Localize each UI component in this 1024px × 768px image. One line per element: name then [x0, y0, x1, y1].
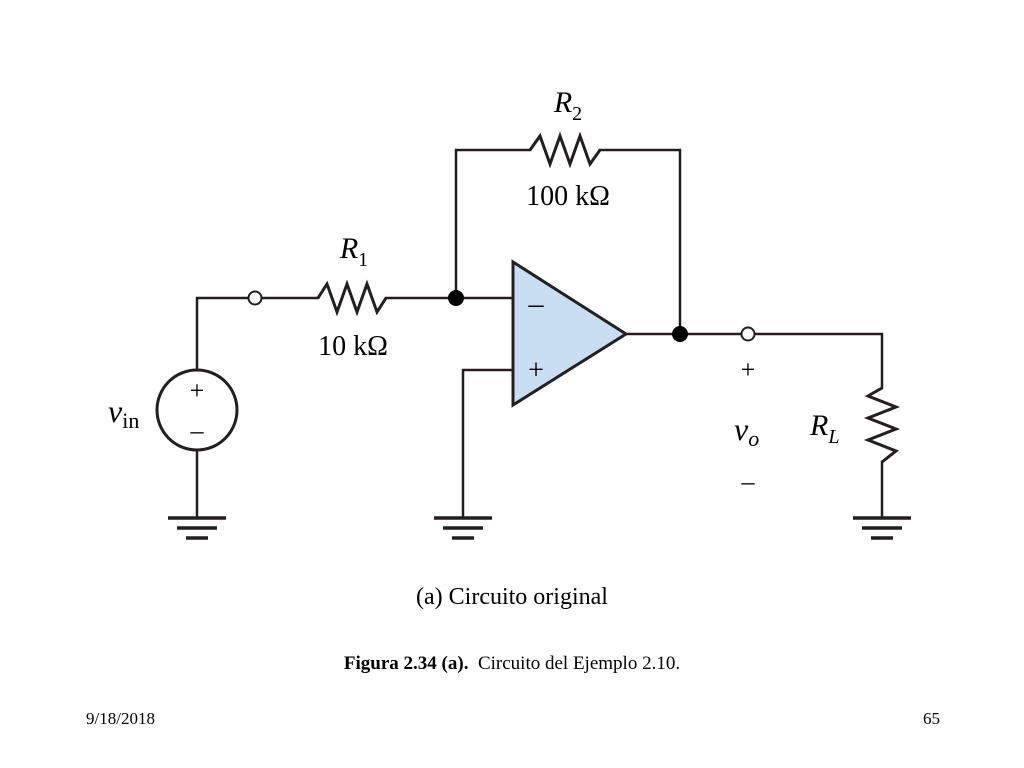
opamp-inverting-sign: –	[528, 287, 545, 320]
output-node-dot-icon	[672, 326, 688, 342]
figure-number: Figura 2.34 (a).	[343, 653, 469, 674]
opamp-noninverting-sign: +	[528, 355, 544, 386]
vo-label: vo	[734, 411, 759, 451]
voltage-source-icon	[155, 368, 239, 452]
rl-label: RL	[809, 409, 839, 448]
inverting-node-dot-icon	[448, 290, 464, 306]
figure-caption: Figura 2.34 (a). Circuito del Ejemplo 2.…	[0, 652, 1024, 676]
circuit-caption: (a) Circuito original	[416, 584, 608, 610]
r2-label: R2	[553, 86, 582, 125]
vo-minus-sign: –	[741, 467, 756, 496]
feedback-right-wire	[598, 148, 682, 336]
footer-date: 9/18/2018	[86, 709, 155, 728]
ground-source-icon	[168, 516, 226, 540]
source-minus-sign: –	[190, 416, 205, 445]
ground-noninverting-icon	[434, 516, 492, 540]
ground-load-icon	[853, 516, 911, 540]
resistor-rl-icon	[863, 386, 901, 464]
page-number: 65	[923, 709, 940, 728]
feedback-left-wire	[454, 148, 532, 300]
noninverting-ground-wire	[461, 368, 515, 518]
r1-label: R1	[339, 232, 368, 271]
vin-label: vin	[108, 393, 139, 433]
load-top-wire	[753, 332, 884, 390]
r2-value: 100 kΩ	[526, 181, 610, 212]
output-terminal-icon	[740, 326, 756, 342]
r1-value: 10 kΩ	[318, 331, 388, 362]
figure-description: Circuito del Ejemplo 2.10.	[477, 653, 681, 674]
resistor-r1-icon	[316, 279, 388, 317]
resistor-r2-icon	[528, 131, 602, 169]
vo-plus-sign: +	[741, 355, 756, 384]
source-top-wire	[195, 296, 251, 372]
source-plus-sign: +	[190, 376, 205, 405]
op-amp-triangle-icon	[511, 259, 629, 408]
input-terminal-icon	[247, 290, 263, 306]
